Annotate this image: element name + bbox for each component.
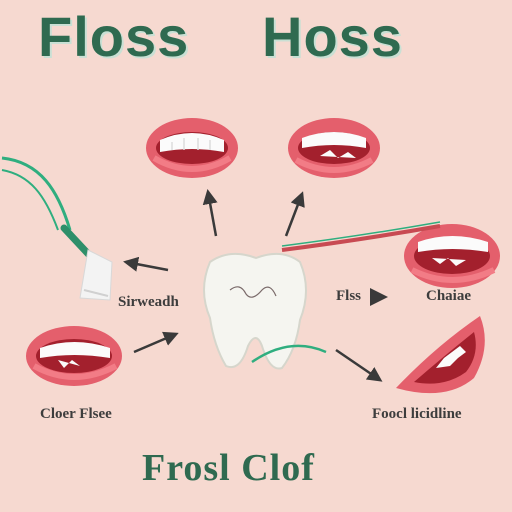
label-left-mid: Sirweadh	[118, 294, 179, 310]
label-right-mid-b: Chaiae	[426, 288, 471, 304]
label-bottom-right: Foocl licidline	[372, 406, 462, 422]
label-bottom-left: Cloer Flsee	[40, 406, 112, 422]
floss-string-icon	[1, 156, 113, 301]
tooth-icon	[203, 252, 307, 370]
arrow-right	[370, 288, 388, 306]
mouth-icon-top-left	[146, 118, 238, 178]
floss-pick-line	[281, 224, 441, 252]
mouth-icon-bottom-right	[396, 316, 485, 394]
mouth-icon-bottom-left	[26, 326, 122, 386]
arrow-bottom-right	[335, 348, 383, 382]
arrow-up-left	[202, 189, 218, 237]
title-right: Hoss	[262, 5, 403, 68]
title-left: Floss	[38, 5, 190, 68]
arrow-up-right	[284, 191, 305, 237]
arrow-bottom-left	[133, 331, 179, 354]
arrow-left	[123, 256, 169, 272]
mouth-icon-top-right	[288, 118, 380, 178]
label-right-mid-a: Flss	[336, 288, 362, 304]
mouth-icon-right	[404, 224, 500, 288]
floss-strand	[251, 344, 327, 364]
footer-title: Frosl Clof	[142, 447, 315, 489]
